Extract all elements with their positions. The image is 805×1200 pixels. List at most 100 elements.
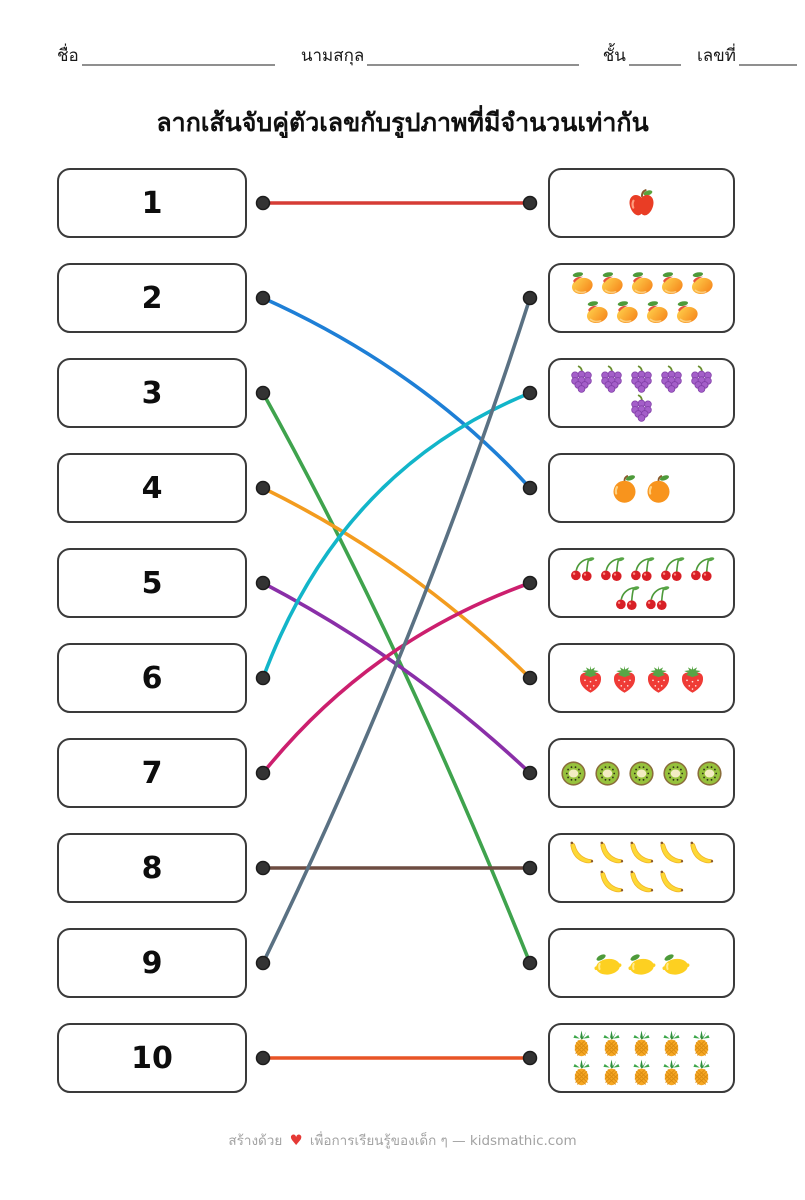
fruit-box-grapes [548, 358, 735, 428]
pineapple-icon [567, 1058, 596, 1087]
right-endpoint-dot-9 [522, 955, 538, 971]
number-label: 10 [131, 1040, 173, 1076]
grapes-icon [597, 364, 626, 393]
number-label: 4 [141, 470, 163, 506]
left-endpoint-dot-9 [255, 955, 271, 971]
pineapple-icon [567, 1029, 596, 1058]
heart-icon: ♥ [289, 1133, 303, 1149]
header-fill-in-row: ชื่อ นามสกุล ชั้น เลขที่ [57, 46, 797, 67]
number-box-3: 3 [57, 358, 247, 428]
connection-line-9-mango [261, 296, 532, 965]
footer-credit: สร้างด้วย ♥ เพื่อการเรียนรู้ของเด็ก ๆ — … [0, 1129, 805, 1151]
cherries-icon [612, 583, 641, 612]
fruit-row [567, 1029, 716, 1058]
fruit-row [567, 554, 716, 583]
right-endpoint-dot-8 [522, 860, 538, 876]
orange-icon [642, 472, 675, 505]
mango-icon [567, 269, 596, 298]
class-blank-line [628, 60, 681, 67]
left-endpoint-dot-3 [255, 385, 271, 401]
right-endpoint-dot-4 [522, 480, 538, 496]
kiwi-icon [557, 757, 590, 790]
footer-text-before: สร้างด้วย [228, 1133, 283, 1149]
number-label: 1 [141, 185, 163, 221]
pineapple-icon [687, 1058, 716, 1087]
left-endpoint-dot-8 [255, 860, 271, 876]
grapes-icon [627, 364, 656, 393]
worksheet-title: ลากเส้นจับคู่ตัวเลขกับรูปภาพที่มีจำนวนเท… [156, 108, 649, 137]
kiwi-icon [693, 757, 726, 790]
connection-line-7-cherries [261, 581, 532, 775]
kiwi-icon [591, 757, 624, 790]
student-number-label: เลขที่ [696, 46, 736, 66]
pineapple-icon [657, 1029, 686, 1058]
banana-icon [567, 839, 596, 868]
fruit-box-lemon [548, 928, 735, 998]
fruit-box-pineapple [548, 1023, 735, 1093]
fruit-box-apple [548, 168, 735, 238]
number-label: 5 [141, 565, 163, 601]
number-label: 9 [141, 945, 163, 981]
cherries-icon [597, 554, 626, 583]
banana-icon [597, 868, 626, 897]
grapes-icon [567, 364, 596, 393]
grapes-icon [627, 393, 656, 422]
right-endpoint-dot-2 [522, 290, 538, 306]
number-label: 6 [141, 660, 163, 696]
mango-icon [582, 298, 611, 327]
kiwi-icon [659, 757, 692, 790]
banana-icon [627, 868, 656, 897]
cherries-icon [627, 554, 656, 583]
footer-text-after: เพื่อการเรียนรู้ของเด็ก ๆ — kidsmathic.c… [309, 1133, 577, 1149]
number-box-2: 2 [57, 263, 247, 333]
number-box-6: 6 [57, 643, 247, 713]
grapes-icon [657, 364, 686, 393]
connection-line-4-strawberry [261, 486, 532, 680]
right-endpoint-dot-3 [522, 385, 538, 401]
fruit-box-strawberry [548, 643, 735, 713]
banana-icon [657, 868, 686, 897]
fruit-row [567, 269, 716, 298]
fruit-row [567, 364, 716, 393]
fruit-box-kiwi [548, 738, 735, 808]
cherries-icon [657, 554, 686, 583]
fruit-row [591, 947, 692, 980]
right-endpoint-dot-7 [522, 765, 538, 781]
cherries-icon [642, 583, 671, 612]
fruit-row [582, 298, 701, 327]
fruit-row [567, 1058, 716, 1087]
fruit-box-mango [548, 263, 735, 333]
student-number-blank-line [739, 60, 797, 67]
pineapple-icon [627, 1029, 656, 1058]
fruit-row [627, 393, 656, 422]
fruit-row [574, 662, 709, 695]
mango-icon [627, 269, 656, 298]
pineapple-icon [657, 1058, 686, 1087]
pineapple-icon [597, 1058, 626, 1087]
mango-icon [672, 298, 701, 327]
lemon-icon [625, 947, 658, 980]
number-label: 8 [141, 850, 163, 886]
mango-icon [642, 298, 671, 327]
number-box-1: 1 [57, 168, 247, 238]
banana-icon [627, 839, 656, 868]
left-endpoint-dot-5 [255, 575, 271, 591]
fruit-row [625, 187, 658, 220]
strawberry-icon [676, 662, 709, 695]
fruit-row [567, 839, 716, 868]
number-label: 7 [141, 755, 163, 791]
number-box-4: 4 [57, 453, 247, 523]
number-box-7: 7 [57, 738, 247, 808]
mango-icon [597, 269, 626, 298]
right-endpoint-dot-1 [522, 195, 538, 211]
connection-line-6-grapes [261, 391, 532, 680]
left-endpoint-dot-10 [255, 1050, 271, 1066]
connection-line-3-lemon [261, 391, 532, 965]
fruit-row [612, 583, 671, 612]
connection-line-2-orange [261, 296, 532, 490]
banana-icon [687, 839, 716, 868]
banana-icon [657, 839, 686, 868]
cherries-icon [567, 554, 596, 583]
mango-icon [687, 269, 716, 298]
